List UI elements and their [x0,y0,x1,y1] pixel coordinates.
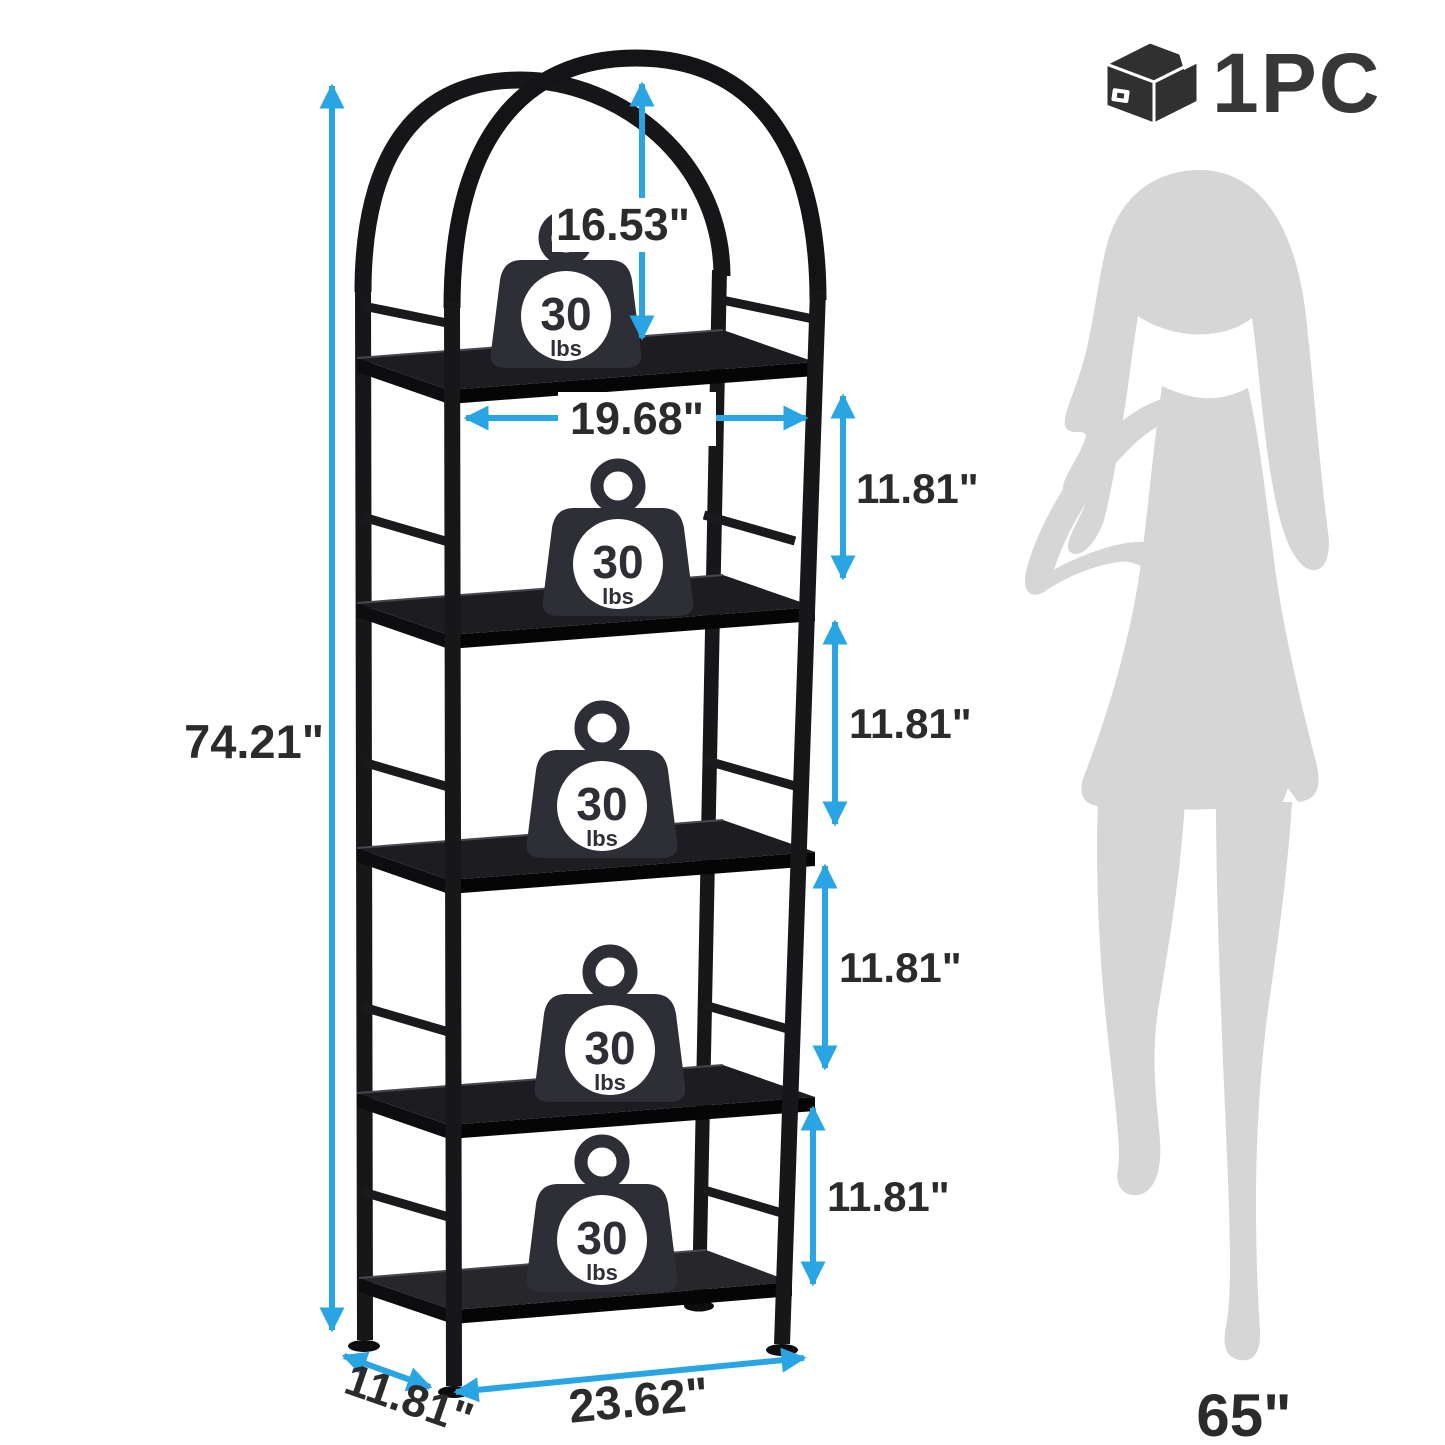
weight-capacity-icon: 30 lbs [527,1141,678,1292]
package-info: 1PC [1104,36,1381,130]
back-arch [354,71,731,293]
label-backing [558,392,716,446]
left-rail-2 [361,512,454,548]
dimension-total-height: 74.21" [184,83,345,1333]
weight-capacity-icon: 30 lbs [491,217,642,368]
front-left-post [444,302,462,1386]
silhouette-front-leg [1097,802,1185,1196]
person-height-label: 65" [1196,1382,1291,1445]
back-left-post [355,288,373,1340]
silhouette-back-leg [1216,802,1292,1361]
dimension-base-width: 23.62" [453,1347,807,1433]
right-rail-2 [702,510,797,546]
weight-capacity-icon: 30 lbs [527,707,678,858]
bookshelf-illustration: 30 lbs 30 lbs 30 lbs 30 lbs 30 lbs [348,49,827,1398]
back-left-foot [348,1340,380,1352]
left-rail-4 [361,1002,454,1038]
package-box-icon [1104,40,1200,126]
spacing-label: 11.81" [839,944,962,991]
weight-capacity-icon: 30 lbs [543,465,694,616]
back-right-post [692,270,727,1300]
front-right-post [774,290,826,1344]
box-flap [1178,50,1200,70]
front-right-foot [766,1344,798,1356]
dimension-shelf-spacing-2: 11.81" [822,619,972,827]
package-quantity-label: 1PC [1212,36,1381,130]
silhouette-hair-head [1062,169,1329,571]
person-silhouette [1024,169,1329,1361]
weight-unit: lbs [550,336,582,361]
label-backing [552,198,694,252]
dimension-shelf-spacing-3: 11.81" [812,863,962,1071]
dimension-shelf-spacing-1: 11.81" [830,393,979,581]
spacing-label: 11.81" [856,465,979,512]
silhouette-body-dress [1081,386,1319,810]
dimension-annotations: 74.21" 16.53" 19.68" 11.81" 11.81" 11.81… [184,81,1292,1445]
left-rail-3 [361,757,454,793]
weight-value: 30 [540,288,591,340]
top-left-rail [362,301,453,329]
total-height-label: 74.21" [184,715,324,768]
weight-capacity-icon: 30 lbs [535,951,686,1102]
front-arch [443,49,827,309]
dimension-shelf-spacing-4: 11.81" [800,1105,950,1287]
inner-width-label: 19.68" [570,393,704,444]
silhouette-arm-akimbo [1024,398,1170,595]
weight-unit: lbs [594,1070,626,1095]
weight-value: 30 [592,536,643,588]
arch-height-label: 16.53" [556,199,690,250]
weight-value: 30 [576,1212,627,1264]
spacing-label: 11.81" [827,1173,950,1220]
dimension-arch-height: 16.53" [552,81,694,341]
left-rail-5 [361,1187,454,1223]
weight-unit: lbs [586,1260,618,1285]
weight-value: 30 [584,1022,635,1074]
spacing-label: 11.81" [849,700,972,747]
right-rail-3 [702,755,797,791]
weight-unit: lbs [602,584,634,609]
top-right-rail [721,295,819,325]
weight-value: 30 [576,778,627,830]
right-rail-4 [702,1000,797,1036]
right-rail-5 [702,1185,794,1221]
weight-unit: lbs [586,826,618,851]
dimension-inner-width: 19.68" [463,392,809,446]
